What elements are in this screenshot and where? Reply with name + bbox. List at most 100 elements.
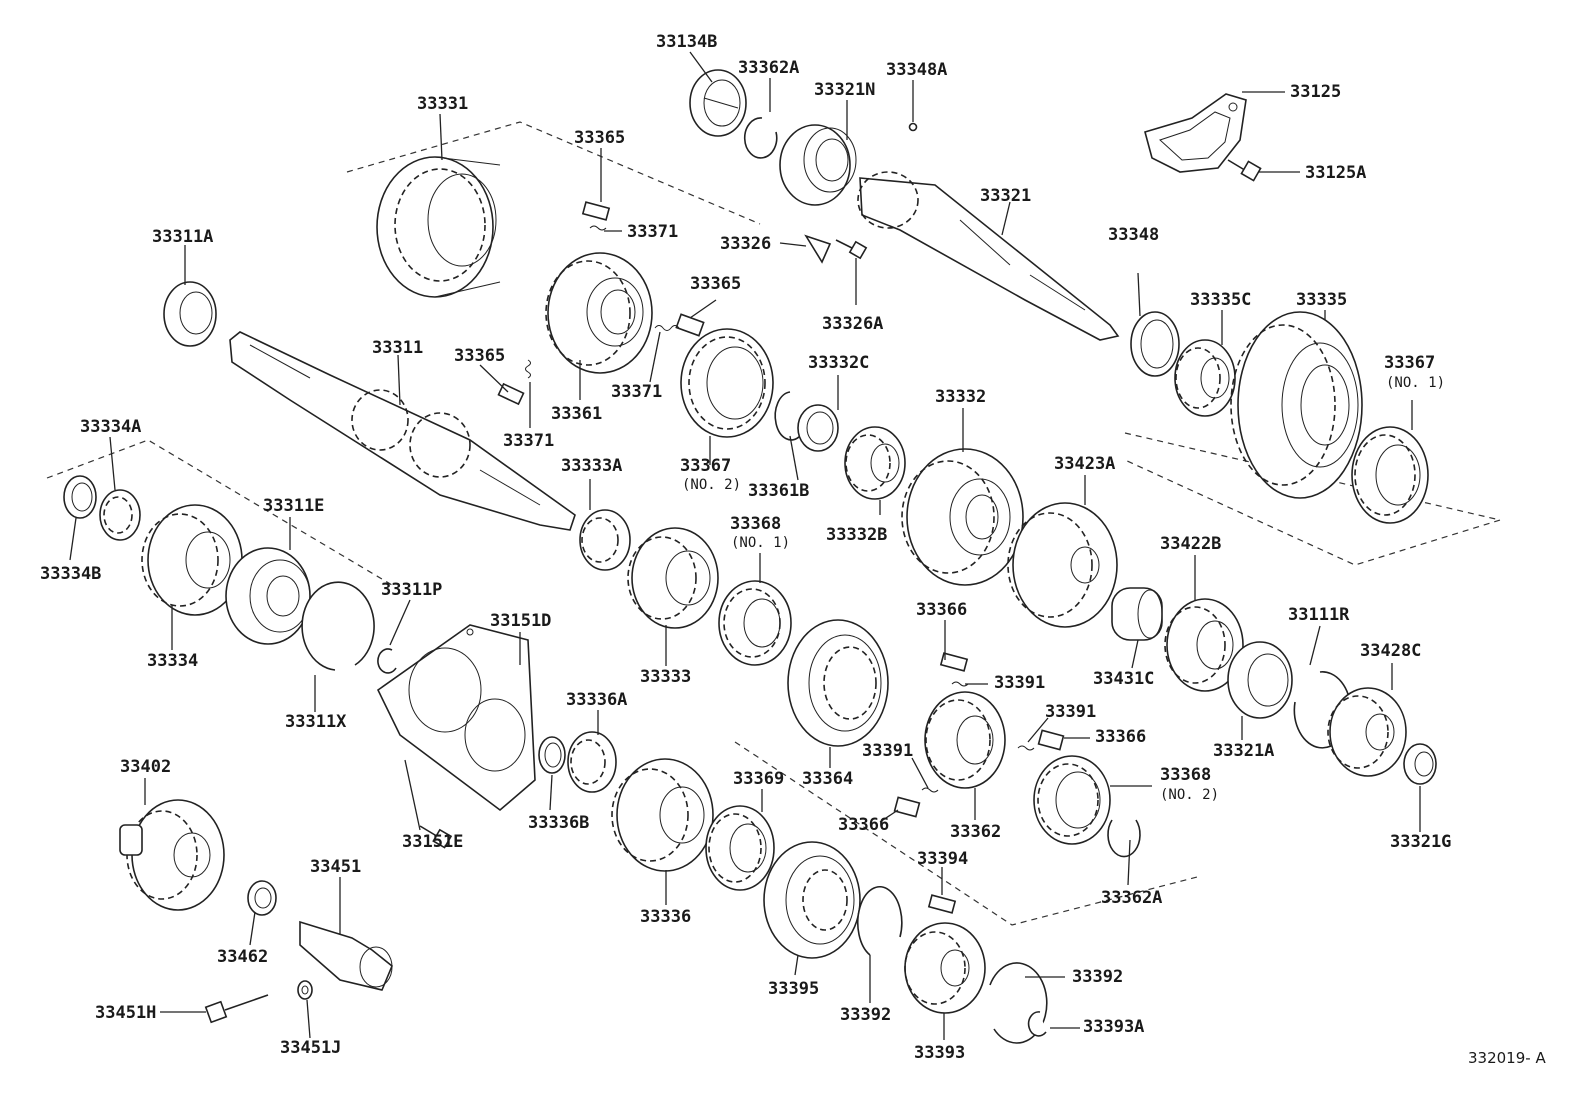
label-33321N: 33321N [814, 80, 875, 100]
part-33335C-bearing [1174, 339, 1236, 417]
label-33111R: 33111R [1288, 605, 1350, 625]
label-33451H: 33451H [95, 1003, 156, 1023]
label-33334A: 33334A [80, 417, 141, 437]
part-33321N-bearing [779, 124, 857, 206]
label-33335: 33335 [1296, 290, 1347, 310]
label-33336A: 33336A [566, 690, 627, 710]
label-33311X: 33311X [285, 712, 347, 732]
leader-lines [69, 51, 1421, 1040]
part-33367-no1-ring [1351, 426, 1429, 524]
part-33451H-bolt [204, 994, 269, 1024]
part-33321G-nut [1403, 743, 1437, 785]
label-33336B: 33336B [528, 813, 589, 833]
label-33335C: 33335C [1190, 290, 1251, 310]
label-33431C: 33431C [1093, 669, 1154, 689]
label-33393: 33393 [914, 1043, 965, 1063]
part-33326A-bolt [835, 239, 868, 260]
label-33367-no1: 33367 [1384, 353, 1435, 373]
part-33321A-bearing [1227, 641, 1293, 719]
label-33368-no2-sub: (NO. 2) [1160, 787, 1219, 803]
part-33462-washer [247, 880, 277, 916]
label-33428C: 33428C [1360, 641, 1421, 661]
part-33391-spring-mid [1017, 745, 1035, 751]
part-33451-pin [299, 920, 393, 991]
part-33311X-snap-ring [301, 581, 375, 671]
label-33332C: 33332C [808, 353, 869, 373]
label-33311A: 33311A [152, 227, 213, 247]
label-33334B: 33334B [40, 564, 101, 584]
part-33311E-bearing [225, 547, 311, 645]
part-33402-gear [119, 799, 225, 911]
part-33311P-ring [377, 648, 397, 674]
label-33371-mid: 33371 [611, 382, 662, 402]
label-33451: 33451 [310, 857, 361, 877]
label-33394: 33394 [917, 849, 968, 869]
label-33321A: 33321A [1213, 741, 1274, 761]
part-33151D-plate [376, 624, 536, 812]
label-33367-no1-sub: (NO. 1) [1386, 375, 1445, 391]
label-33423A: 33423A [1054, 454, 1115, 474]
diagram-reference-code: 332019- A [1468, 1049, 1546, 1067]
part-33125-plate [1144, 93, 1247, 173]
part-33348-washer [1130, 311, 1180, 377]
label-33336: 33336 [640, 907, 691, 927]
part-33365-key-mid [675, 313, 705, 337]
label-33451J: 33451J [280, 1038, 341, 1058]
label-33393A: 33393A [1083, 1017, 1144, 1037]
label-33311P: 33311P [381, 580, 442, 600]
label-33365-top: 33365 [574, 128, 625, 148]
label-33326A: 33326A [822, 314, 883, 334]
part-33395-sleeve [763, 841, 861, 959]
label-33348: 33348 [1108, 225, 1159, 245]
part-33391-spring-top [951, 681, 969, 687]
label-33367-no2-sub: (NO. 2) [682, 477, 741, 493]
part-33335-gear [1230, 311, 1363, 499]
label-33365-left: 33365 [454, 346, 505, 366]
label-33367-no2: 33367 [680, 456, 731, 476]
label-33333: 33333 [640, 667, 691, 687]
part-33311-input-shaft [229, 331, 576, 531]
part-33336A-bearing [567, 731, 617, 793]
part-33393-gear [904, 922, 986, 1014]
part-33334A-bearing [99, 489, 141, 541]
part-33125A-bolt [1227, 159, 1262, 182]
part-33333A-bearing [579, 509, 631, 571]
label-33366-low: 33366 [838, 815, 889, 835]
part-33392-snap-ring-left [856, 886, 903, 956]
part-33368-no2-ring [1033, 755, 1111, 845]
part-33362-hub [924, 691, 1006, 789]
part-33361B-snap-ring [774, 391, 801, 441]
part-33367-no2-ring [680, 328, 774, 438]
label-33392-right: 33392 [1072, 967, 1123, 987]
label-33361: 33361 [551, 404, 602, 424]
label-33368-no1: 33368 [730, 514, 781, 534]
part-33332B-bearing [844, 426, 906, 500]
label-33331: 33331 [417, 94, 468, 114]
label-33462: 33462 [217, 947, 268, 967]
part-33336-gear [611, 758, 714, 872]
label-33402: 33402 [120, 757, 171, 777]
part-33331-sleeve [376, 156, 501, 298]
label-33321: 33321 [980, 186, 1031, 206]
part-33391-spring-low [921, 787, 939, 793]
label-33348A: 33348A [886, 60, 947, 80]
label-33364: 33364 [802, 769, 853, 789]
label-33311E: 33311E [263, 496, 324, 516]
part-33362A-snap-ring-low [1107, 819, 1141, 858]
part-33321-output-shaft [857, 171, 1120, 341]
part-33368-no1-ring [718, 580, 792, 666]
label-33125A: 33125A [1305, 163, 1366, 183]
part-33311A-bearing [163, 281, 217, 347]
label-33371-top: 33371 [627, 222, 678, 242]
part-33151E-bolt [419, 825, 453, 849]
part-33393A-snap-ring [1027, 1011, 1047, 1037]
part-33362A-snap-ring [743, 117, 778, 159]
label-33369: 33369 [733, 769, 784, 789]
label-33392-left: 33392 [840, 1005, 891, 1025]
label-33326: 33326 [720, 234, 771, 254]
part-labels: 33134B 33362A 33321N 33348A 33125 33125A… [40, 32, 1546, 1067]
label-33391-mid: 33391 [1045, 702, 1096, 722]
label-33365-mid: 33365 [690, 274, 741, 294]
label-33333A: 33333A [561, 456, 622, 476]
